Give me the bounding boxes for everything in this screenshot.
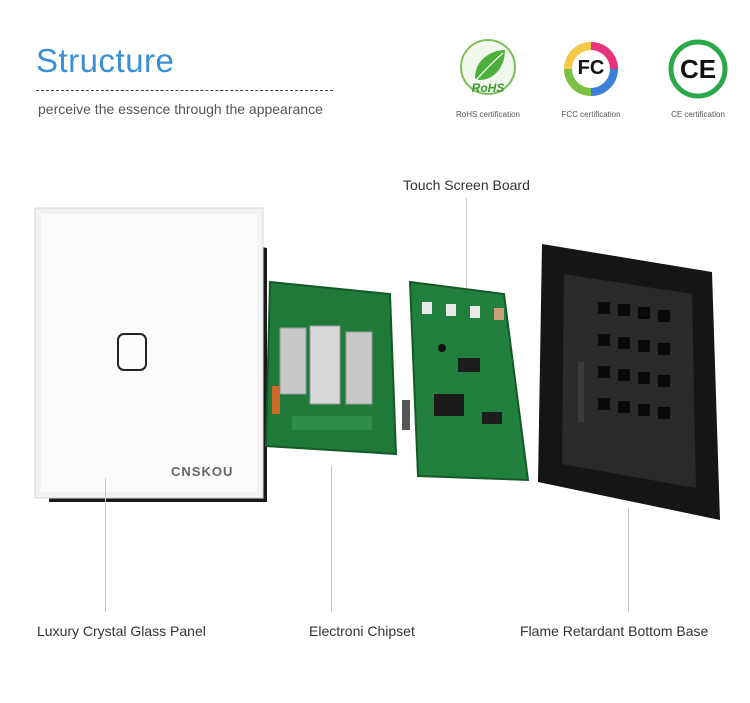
label-touch-screen-board: Touch Screen Board (403, 177, 530, 193)
leader-glass-panel (105, 478, 106, 612)
rohs-caption: RoHS certification (455, 110, 521, 119)
fcc-icon: FC (560, 38, 622, 100)
label-bottom-base: Flame Retardant Bottom Base (520, 623, 709, 639)
page-title: Structure (36, 42, 175, 79)
ce-caption: CE certification (671, 110, 725, 119)
label-chipset: Electroni Chipset (309, 623, 415, 639)
cert-ce: CE CE certification (653, 38, 743, 119)
cert-fcc: FC FCC certification (546, 38, 636, 119)
panel-brand-text: CNSKOU (171, 464, 234, 479)
leader-chipset (331, 466, 332, 612)
bottom-base-image (536, 242, 724, 522)
chipset-pcb-image (262, 276, 402, 464)
title-divider (36, 90, 333, 91)
cert-rohs: RoHS RoHS certification (443, 38, 533, 119)
rohs-logo-text: RoHS (471, 81, 505, 95)
page-subtitle: perceive the essence through the appeara… (38, 101, 323, 117)
ce-icon: CE (667, 38, 729, 100)
fcc-caption: FCC certification (561, 110, 621, 119)
leader-touch-screen-board (466, 198, 467, 290)
glass-panel-image: CNSKOU (33, 206, 273, 506)
rohs-leaf-icon: RoHS (457, 38, 519, 100)
ce-logo-text: CE (679, 54, 717, 84)
label-glass-panel: Luxury Crystal Glass Panel (37, 623, 206, 639)
fcc-logo-text: FC (577, 57, 605, 79)
touch-board-pcb-image (400, 280, 530, 485)
leader-bottom-base (628, 508, 629, 612)
